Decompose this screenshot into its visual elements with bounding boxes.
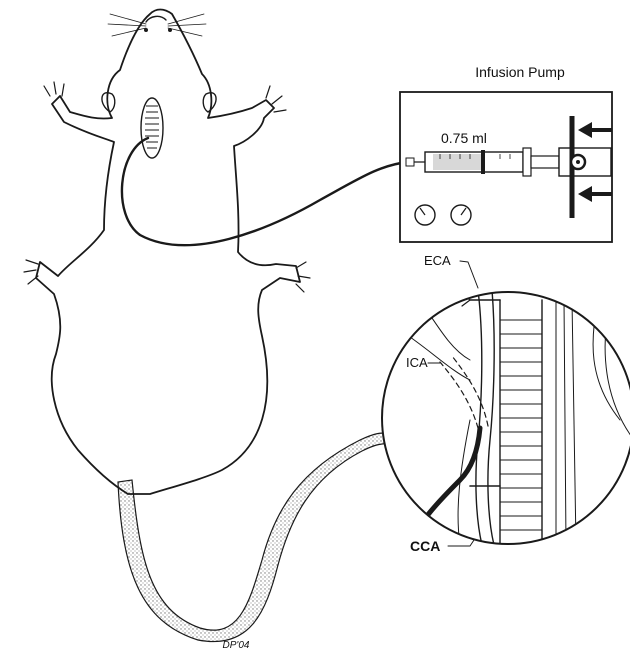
rat-body [24,10,388,642]
artist-signature: DP'04 [223,640,250,651]
label-cca: CCA [410,538,474,554]
svg-text:ICA: ICA [406,355,428,370]
neck-incision [141,98,163,158]
magnified-artery-inset [382,290,630,560]
label-eca: ECA [424,253,478,288]
svg-text:ECA: ECA [424,253,451,268]
rat-tail [118,433,388,642]
volume-label: 0.75 ml [441,130,487,146]
pump-title: Infusion Pump [475,64,565,80]
dial-icon [415,205,435,225]
rat-torso [36,10,300,495]
infusion-pump: Infusion Pump 0.75 ml [400,64,612,242]
catheter-tube [122,138,408,245]
dial-icon [451,205,471,225]
svg-text:CCA: CCA [410,538,440,554]
